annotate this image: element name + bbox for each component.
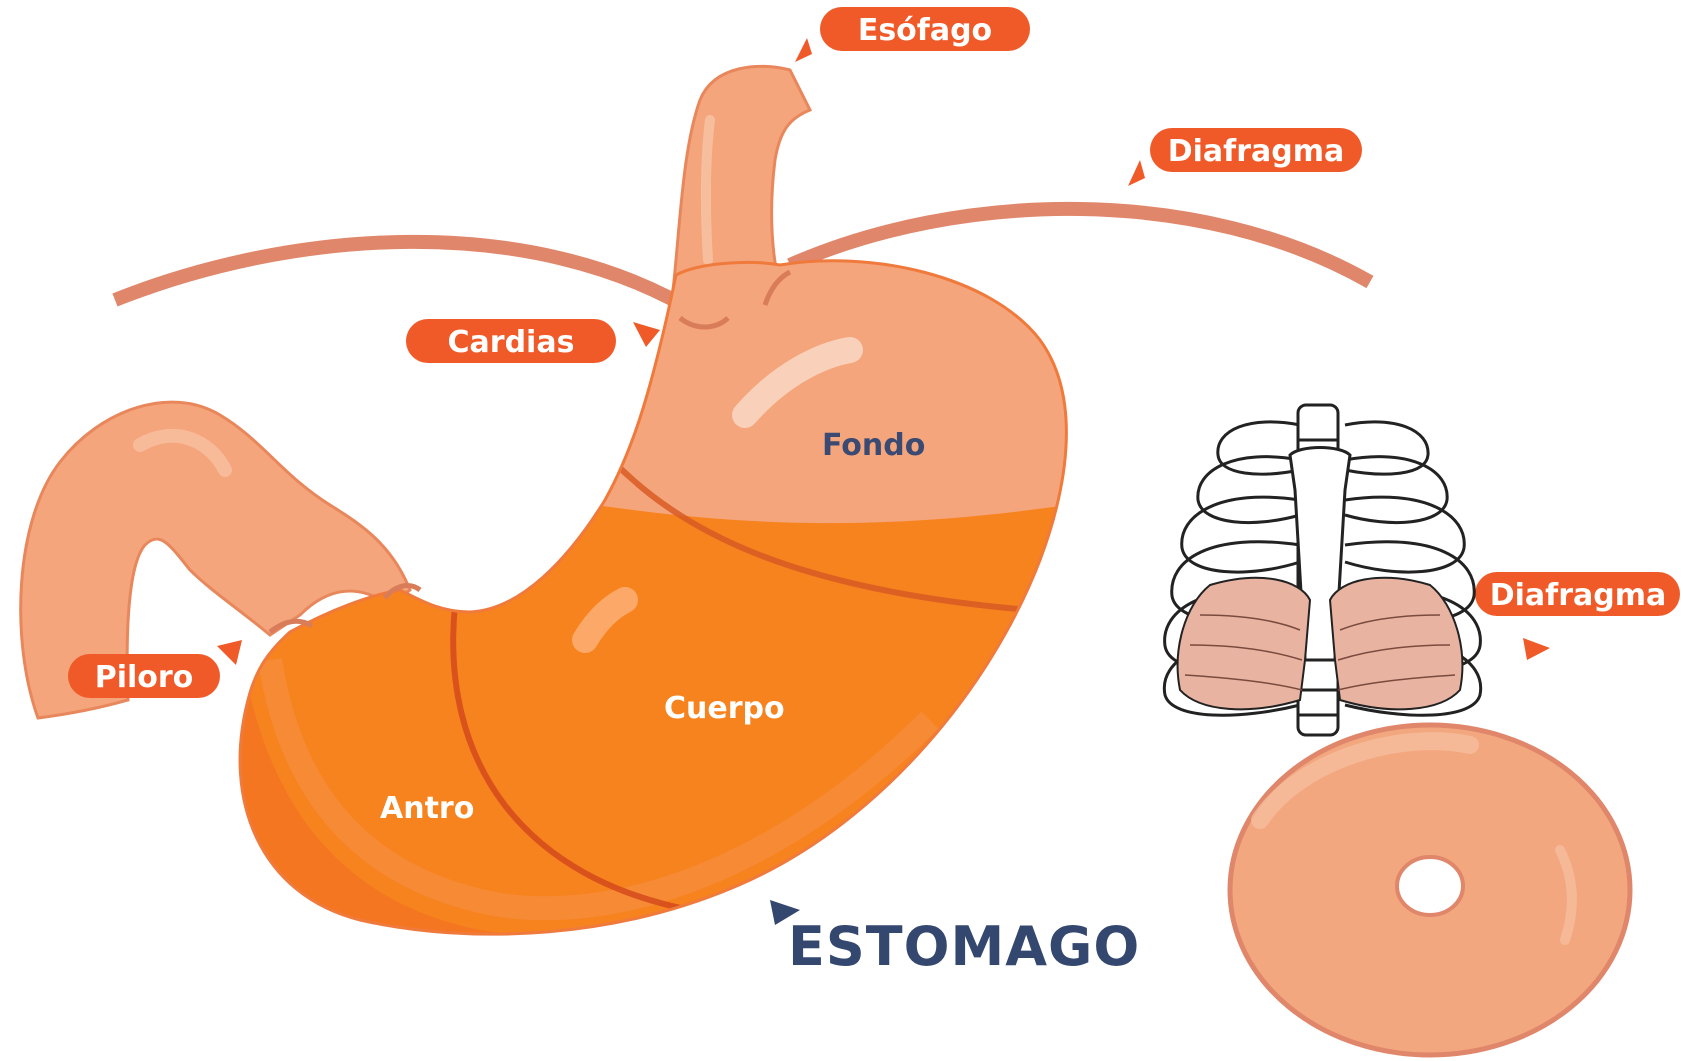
diaphragm-arc-left	[115, 242, 700, 315]
diagram-title: ESTOMAGO	[788, 915, 1140, 978]
pointer-triangle-icon	[217, 640, 242, 665]
esophagus-highlight	[706, 120, 710, 260]
stomach	[200, 240, 1100, 960]
region-label-fondo: Fondo	[822, 428, 925, 463]
label-esofago: Esófago	[795, 7, 1030, 62]
svg-text:Diafragma: Diafragma	[1168, 134, 1345, 169]
diaphragm-opening	[1397, 857, 1463, 915]
svg-text:Piloro: Piloro	[95, 660, 194, 695]
region-label-antro: Antro	[380, 791, 474, 826]
pointer-triangle-icon	[1128, 160, 1145, 186]
diaphragm-disc	[1230, 725, 1630, 1055]
svg-text:Esófago: Esófago	[858, 13, 992, 48]
pointer-triangle-icon	[1523, 638, 1550, 660]
svg-text:Diafragma: Diafragma	[1490, 578, 1667, 613]
label-diafragma-right: Diafragma	[1475, 572, 1680, 660]
pointer-triangle-icon	[795, 38, 812, 62]
label-diafragma-top: Diafragma	[1128, 128, 1362, 186]
pointer-triangle-icon	[633, 322, 660, 347]
svg-text:Cardias: Cardias	[448, 325, 575, 360]
label-cardias: Cardias	[406, 319, 660, 363]
region-label-cuerpo: Cuerpo	[664, 691, 785, 726]
